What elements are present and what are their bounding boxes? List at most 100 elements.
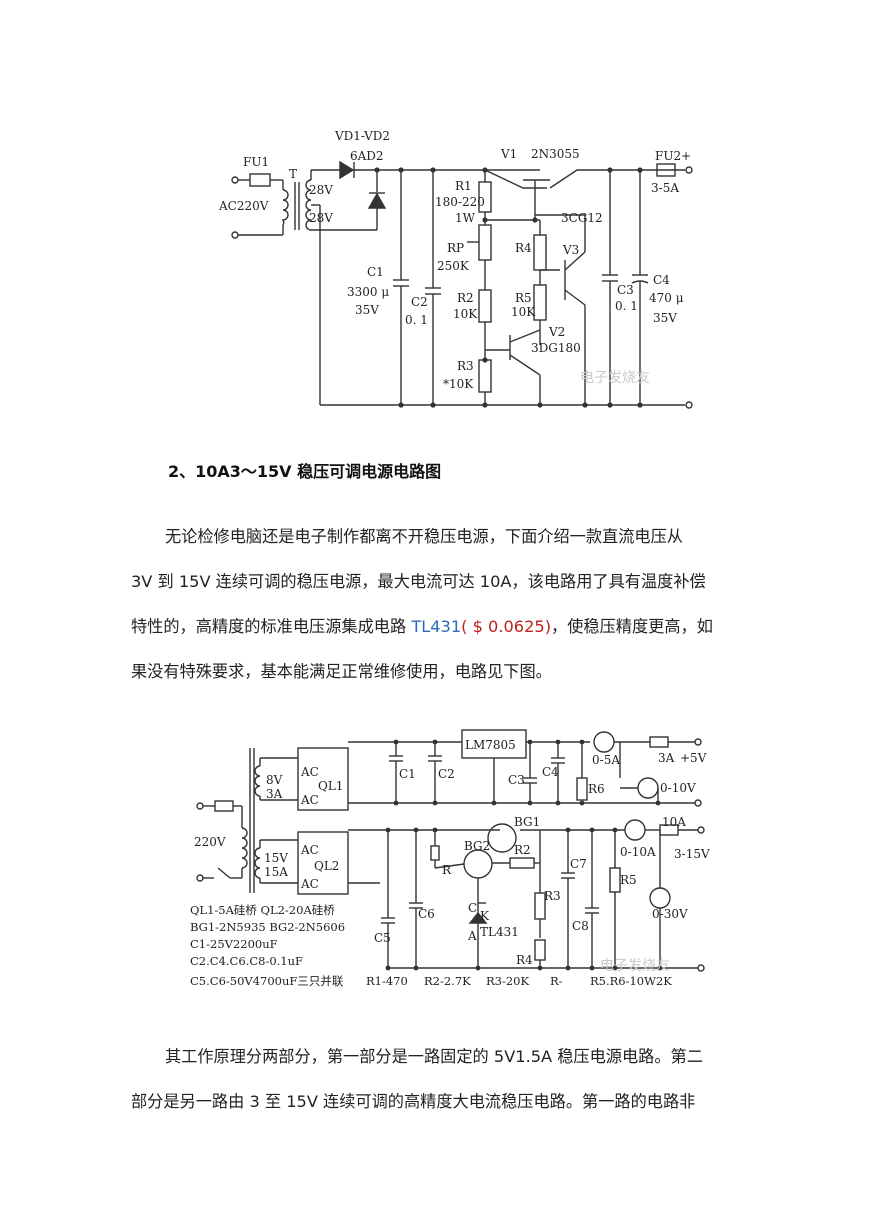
watermark-1: 电子发烧友	[580, 370, 650, 386]
paragraph-1-line-3-text: 特性的，高精度的标准电压源集成电路	[131, 617, 412, 636]
label-10a: 10A	[662, 815, 686, 829]
label-r6: R6	[588, 782, 605, 796]
label-c3-value: 0. 1	[615, 299, 638, 313]
note-r56: R5.R6-10W2K	[590, 974, 672, 988]
label-0-10v: 0-10V	[660, 781, 696, 795]
label-c4-voltage: 35V	[653, 311, 677, 325]
label-r1: R1	[455, 179, 472, 193]
label-vd: VD1-VD2	[334, 130, 390, 143]
note-c2468: C2.C4.C6.C8-0.1uF	[190, 954, 303, 968]
label-bg1: BG1	[514, 815, 540, 829]
label-8v: 8V	[266, 773, 283, 787]
paragraph-2-line-2: 部分是另一路由 3 至 15V 连续可调的高精度大电流稳压电路。第一路的电路非	[131, 1092, 696, 1111]
label-c4-value: 470 μ	[649, 291, 684, 305]
label-tl-a: A	[467, 929, 477, 943]
note-r2: R2-2.7K	[424, 974, 471, 988]
label-ac220v: AC220V	[218, 199, 269, 213]
label-ql2: QL2	[314, 859, 339, 873]
label-3a: 3A	[658, 751, 675, 765]
label-3cg12: 3CG12	[561, 211, 603, 225]
label-r2: R2	[457, 291, 474, 305]
label-r2: R2	[514, 843, 531, 857]
paragraph-1-line-3: 特性的，高精度的标准电压源集成电路 TL431( $ 0.0625)，使稳压精度…	[131, 604, 741, 649]
label-r5: R5	[515, 291, 532, 305]
label-c1-voltage: 35V	[355, 303, 379, 317]
label-r2-value: 10K	[453, 307, 478, 321]
label-15v: 15V	[264, 851, 288, 865]
label-r4: R4	[515, 241, 532, 255]
label-c8: C8	[572, 919, 589, 933]
label-c2-value: 0. 1	[405, 313, 428, 327]
tl431-link[interactable]: TL431	[411, 617, 462, 636]
note-r: R-	[550, 974, 563, 988]
tl431-price[interactable]: ( $ 0.0625)	[461, 617, 552, 636]
label-v1: V1	[500, 147, 517, 161]
label-r1-watt: 1W	[455, 211, 476, 225]
note-c56: C5.C6-50V4700uF三只并联	[190, 974, 344, 988]
label-ac-2: AC	[300, 793, 319, 807]
label-plus-5v: +5V	[680, 751, 707, 765]
note-c1: C1-25V2200uF	[190, 937, 278, 951]
label-r1-value: 180-220	[435, 195, 485, 209]
label-fu2: FU2	[655, 149, 681, 163]
label-c1: C1	[367, 265, 384, 279]
label-rp-value: 250K	[437, 259, 470, 273]
paragraph-1-line-2: 3V 到 15V 连续可调的稳压电源，最大电流可达 10A，该电路用了具有温度补…	[131, 572, 706, 591]
label-bg2: BG2	[464, 839, 490, 853]
label-fu1: FU1	[243, 155, 269, 169]
paragraph-2-line-1: 其工作原理分两部分，第一部分是一路固定的 5V1.5A 稳压电源电路。第二	[165, 1047, 703, 1066]
label-0-5a: 0-5A	[592, 753, 620, 767]
label-c5: C5	[374, 931, 391, 945]
paragraph-1-line-4: 果没有特殊要求，基本能满足正常维修使用，电路见下图。	[131, 662, 552, 681]
label-ac-3: AC	[300, 843, 319, 857]
label-ac-4: AC	[300, 877, 319, 891]
label-0-10a: 0-10A	[620, 845, 656, 859]
label-c3: C3	[508, 773, 525, 787]
circuit-diagram-1: FU1 T AC220V 28V 28V VD1-VD2 6AD2 V1 2N3…	[205, 129, 700, 415]
label-r4: R4	[516, 953, 533, 967]
label-3dg180: 3DG180	[531, 341, 581, 355]
circuit-diagram-2: LM7805 C1 C2 C3 C4 0-5A 3A +5V R6 0-10V …	[180, 718, 720, 1003]
label-28v-b: 28V	[309, 211, 333, 225]
label-r5: R5	[620, 873, 637, 887]
label-c1: C1	[399, 767, 416, 781]
label-r3-value: *10K	[443, 377, 474, 391]
circuit-svg-2: LM7805 C1 C2 C3 C4 0-5A 3A +5V R6 0-10V …	[190, 729, 710, 988]
paragraph-1: 无论检修电脑还是电子制作都离不开稳压电源，下面介绍一款直流电压从 3V 到 15…	[131, 514, 741, 694]
label-c2: C2	[411, 295, 428, 309]
label-ql1: QL1	[318, 779, 343, 793]
label-28v-a: 28V	[309, 183, 333, 197]
label-rp: RP	[447, 241, 464, 255]
watermark-2: 电子发烧友	[600, 958, 670, 974]
label-r5-value: 10K	[511, 305, 536, 319]
section-heading: 2、10A3～15V 稳压可调电源电路图	[168, 462, 442, 481]
label-tl431: TL431	[480, 925, 519, 939]
circuit-svg-1: FU1 T AC220V 28V 28V VD1-VD2 6AD2 V1 2N3…	[218, 129, 693, 409]
label-0-30v: 0-30V	[652, 907, 688, 921]
label-r3: R3	[544, 889, 561, 903]
label-plus: +	[681, 149, 691, 163]
label-t: T	[289, 167, 297, 181]
label-3-15v: 3-15V	[674, 847, 710, 861]
note-r3: R3-20K	[486, 974, 529, 988]
label-c3: C3	[617, 283, 634, 297]
label-k: K	[480, 909, 490, 923]
label-c4: C4	[542, 765, 559, 779]
label-c6: C6	[418, 907, 435, 921]
label-15a: 15A	[264, 865, 288, 879]
label-r3: R3	[457, 359, 474, 373]
label-6ad2: 6AD2	[350, 149, 384, 163]
paragraph-1-line-1: 无论检修电脑还是电子制作都离不开稳压电源，下面介绍一款直流电压从	[165, 527, 683, 546]
label-3a-t: 3A	[266, 787, 283, 801]
label-3-5a: 3-5A	[651, 181, 679, 195]
label-c1-value: 3300 μ	[347, 285, 389, 299]
label-r: R	[442, 863, 452, 877]
label-v3: V3	[562, 243, 579, 257]
note-ql: QL1-5A硅桥 QL2-20A硅桥	[190, 903, 335, 917]
label-v2: V2	[548, 325, 565, 339]
label-2n3055: 2N3055	[531, 147, 580, 161]
label-c2: C2	[438, 767, 455, 781]
paragraph-1-line-3-tail: ，使稳压精度更高，如	[551, 617, 713, 636]
label-lm7805: LM7805	[465, 738, 516, 752]
label-220v: 220V	[194, 835, 226, 849]
